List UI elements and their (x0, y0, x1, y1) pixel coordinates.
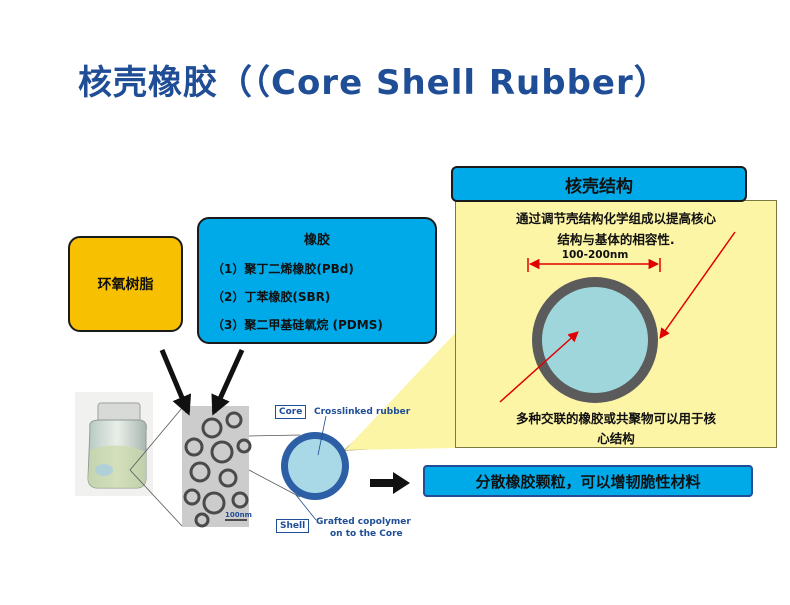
rubber-title: 橡胶 (303, 233, 330, 248)
grafted-copolymer-label-line1: Grafted copolymer (316, 517, 411, 527)
core-circle (542, 287, 648, 393)
tem-micrograph-image (182, 406, 252, 528)
rubber-item-pbd: （1）聚丁二烯橡胶(PBd) (212, 262, 354, 276)
epoxy-box: 环氧树脂 (68, 236, 183, 332)
shell-pointer-arrow (659, 231, 736, 339)
page-title: 核壳橡胶（（Core Shell Rubber） (78, 63, 669, 103)
core-shell-header: 核壳结构 (451, 166, 747, 202)
core-material-text-line1: 多种交联的橡胶或共聚物可以用于核 (515, 411, 716, 426)
rubber-item-sbr: （2）丁苯橡胶(SBR) (212, 290, 331, 304)
scale-bar-label: 100nm (225, 511, 252, 519)
compatibility-text-line2: 结构与基体的相容性. (557, 232, 675, 247)
dimension-label: 100-200nm (561, 249, 629, 261)
rubber-box (197, 217, 437, 344)
small-core-circle (288, 439, 342, 493)
result-arrow (370, 472, 410, 494)
result-box: 分散橡胶颗粒，可以增韧脆性材料 (423, 465, 753, 497)
core-tag: Core (275, 405, 307, 419)
core-pointer-arrow (499, 331, 579, 403)
epoxy-arrow (159, 349, 192, 416)
sample-bottle-image (75, 392, 153, 496)
core-material-text-line2: 心结构 (597, 431, 635, 446)
rubber-item-pdms: （3）聚二甲基硅氧烷 (PDMS) (212, 318, 383, 332)
rubber-arrow (211, 348, 245, 416)
compatibility-text-line1: 通过调节壳结构化学组成以提高核心 (515, 211, 716, 226)
crosslinked-rubber-label: Crosslinked rubber (314, 407, 411, 417)
shell-tag: Shell (276, 519, 310, 533)
grafted-copolymer-label-line2: on to the Core (330, 529, 403, 539)
